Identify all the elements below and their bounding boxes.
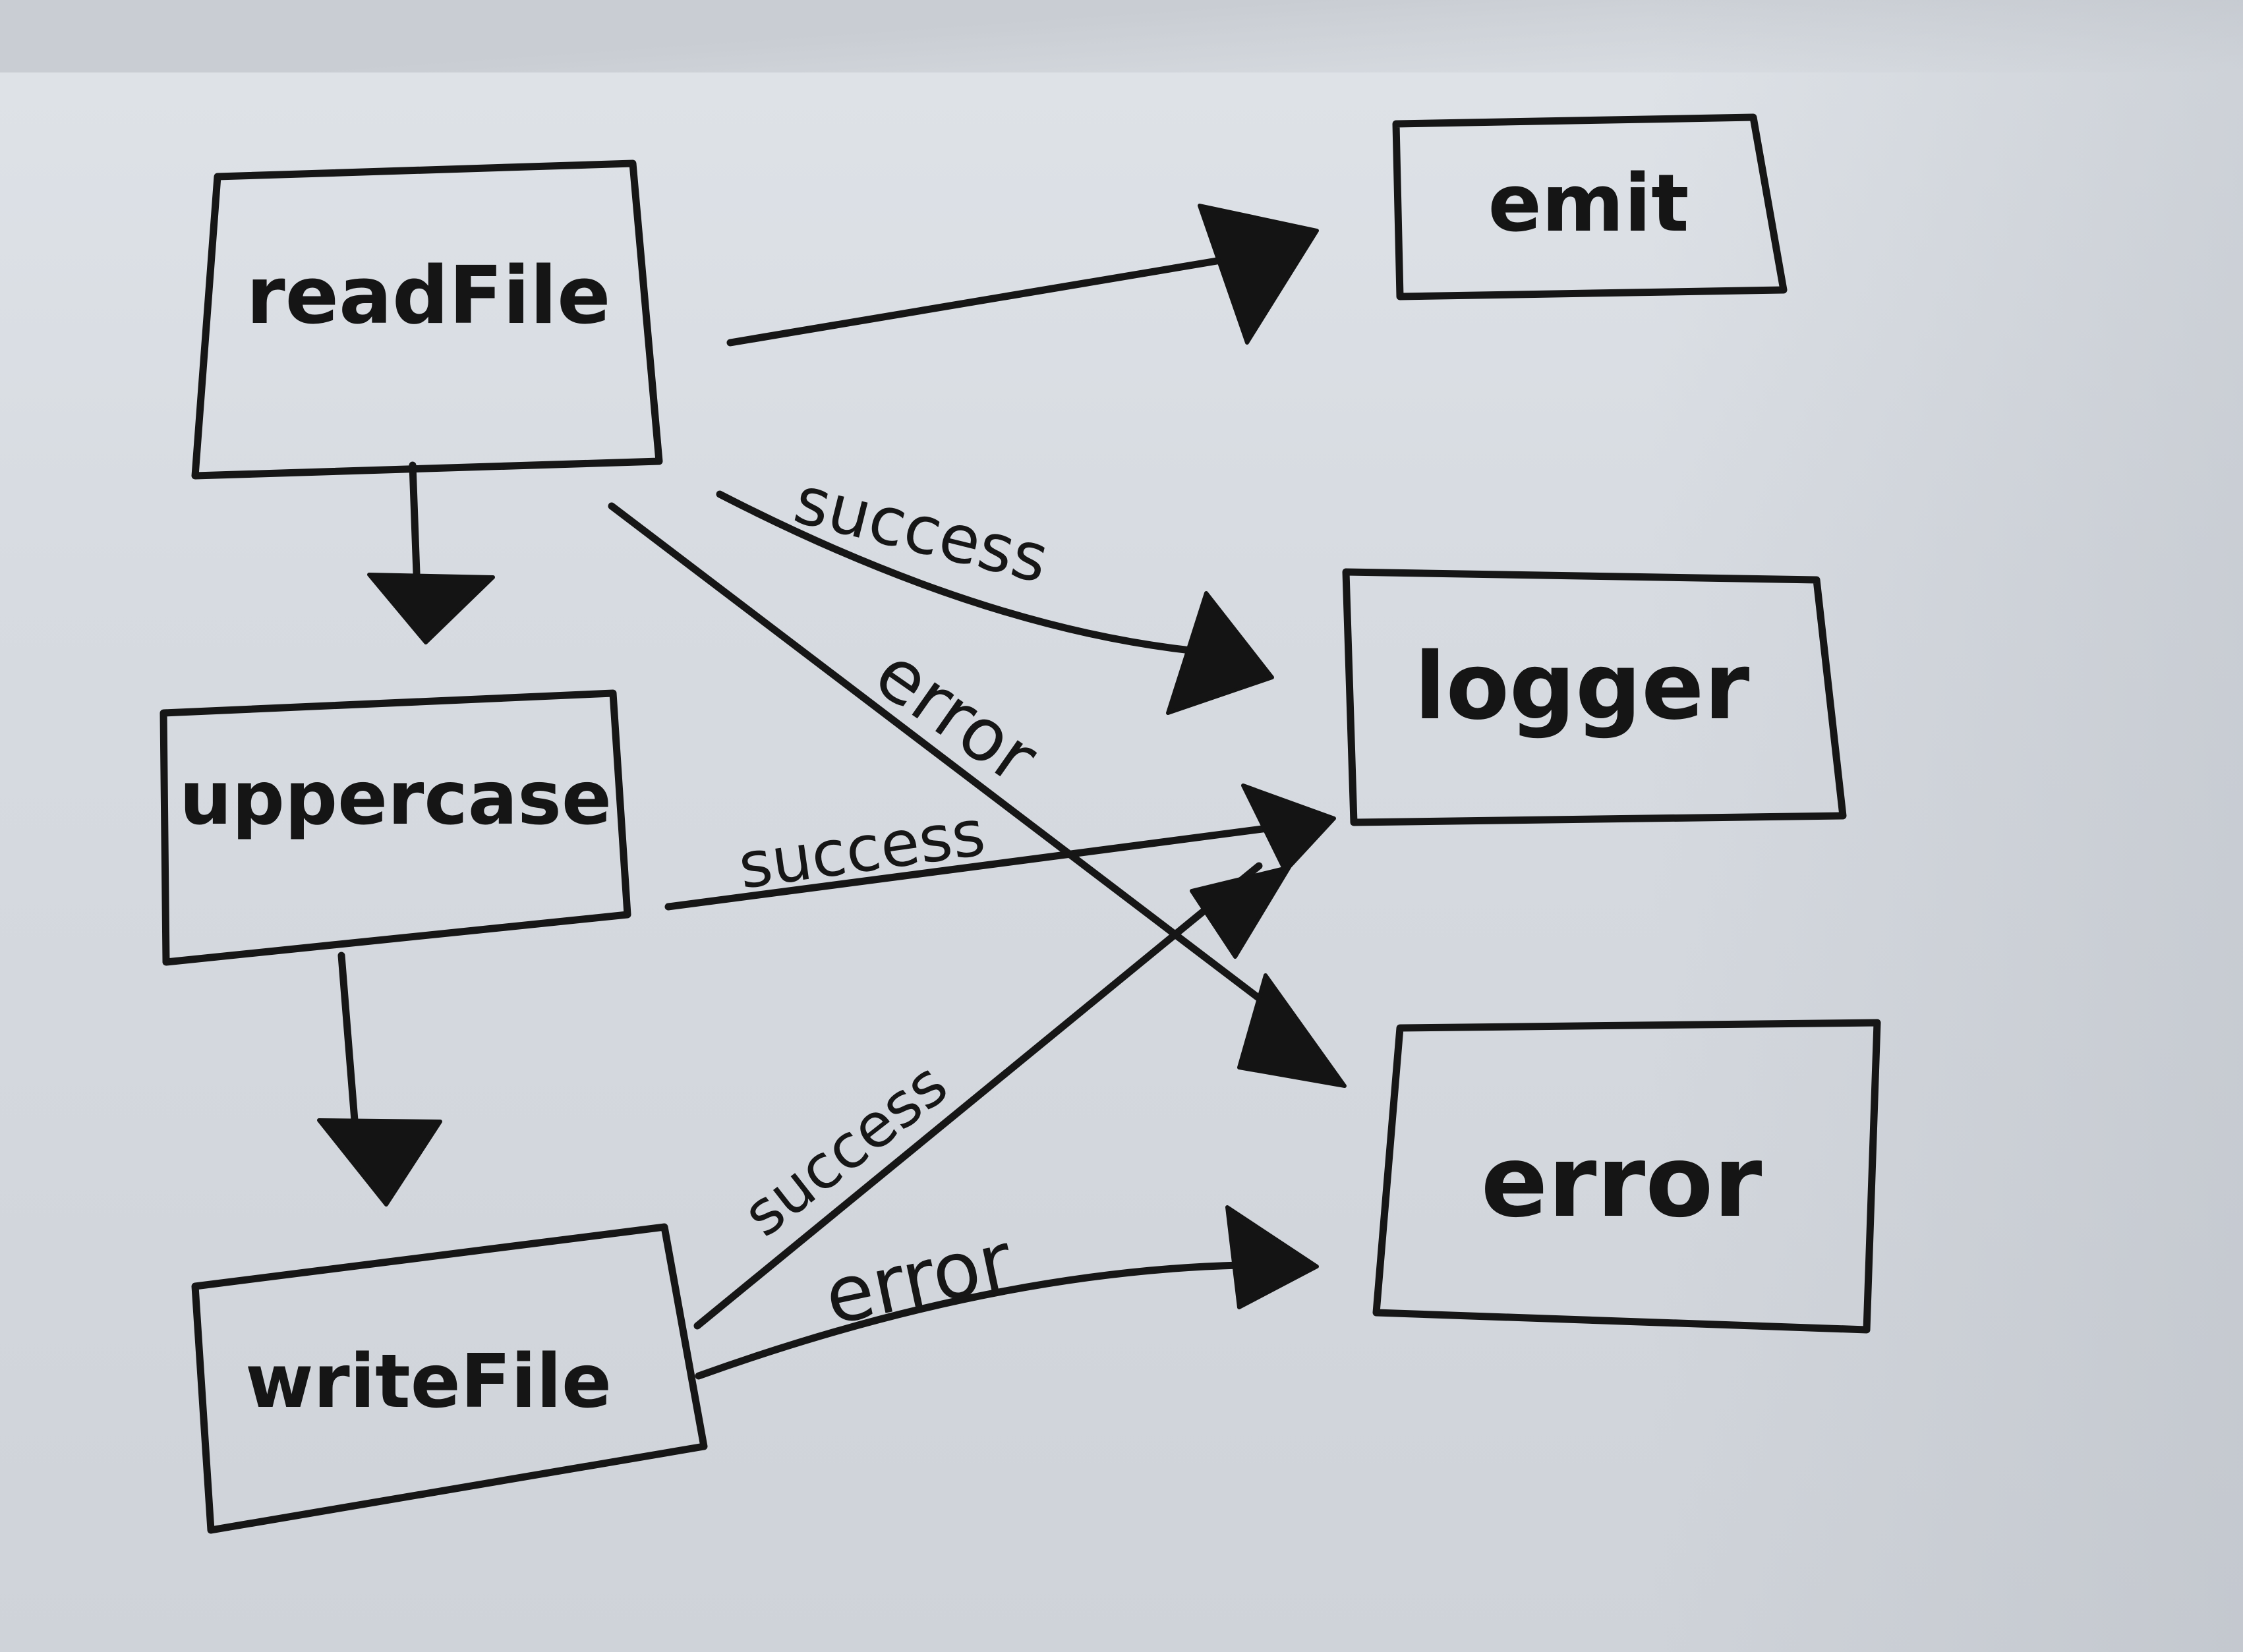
- node-box-uppercase: [160, 689, 631, 966]
- edge-line: [716, 490, 1214, 656]
- node-box-emit: [1392, 113, 1788, 300]
- edge-line: [726, 254, 1237, 347]
- node-emit: emit: [1392, 113, 1788, 300]
- node-label-uppercase: uppercase: [179, 756, 612, 841]
- edge-line: [337, 952, 359, 1124]
- arrowhead: [1241, 783, 1336, 873]
- node-box-writeFile: [191, 1223, 708, 1534]
- node-box-error: [1372, 1019, 1881, 1334]
- edge-label-readFile-logger: success: [787, 461, 1056, 598]
- whiteboard-top-edge: [0, 0, 2243, 72]
- node-logger: logger: [1342, 568, 1847, 826]
- edge-line: [693, 862, 1263, 1330]
- edge-line: [695, 1261, 1243, 1380]
- edge-label-uppercase-logger: success: [734, 796, 989, 903]
- node-label-logger: logger: [1414, 633, 1750, 741]
- edge-label-writeFile-error: error: [817, 1214, 1020, 1342]
- arrowhead: [317, 1118, 442, 1207]
- edge-label-readFile-error: error: [860, 630, 1053, 800]
- edge-readFile-emit: [726, 204, 1319, 347]
- edge-line: [409, 461, 421, 577]
- edge-line: [664, 824, 1276, 911]
- node-box-logger: [1342, 568, 1847, 826]
- arrowhead: [1225, 1205, 1319, 1309]
- node-box-readFile: [191, 159, 663, 480]
- node-label-error: error: [1481, 1125, 1762, 1239]
- edge-label-writeFile-logger: success: [730, 1048, 960, 1250]
- arrowhead: [1190, 865, 1291, 959]
- edge-readFile-uppercase: [367, 461, 495, 644]
- node-label-emit: emit: [1488, 158, 1689, 250]
- arrowhead: [1198, 204, 1319, 345]
- node-readFile: readFile: [191, 159, 663, 480]
- node-label-readFile: readFile: [246, 250, 610, 342]
- node-uppercase: uppercase: [160, 689, 631, 966]
- node-error: error: [1372, 1019, 1881, 1334]
- edge-line: [608, 502, 1276, 1012]
- node-writeFile: writeFile: [191, 1223, 708, 1534]
- arrowhead: [1166, 591, 1274, 715]
- whiteboard-shadow: [1650, 0, 2243, 1652]
- arrowhead: [367, 573, 495, 644]
- arrowhead: [1237, 973, 1347, 1088]
- edge-readFile-logger-success: success: [716, 461, 1274, 715]
- edge-uppercase-writeFile: [317, 952, 442, 1207]
- node-label-writeFile: writeFile: [245, 1339, 612, 1425]
